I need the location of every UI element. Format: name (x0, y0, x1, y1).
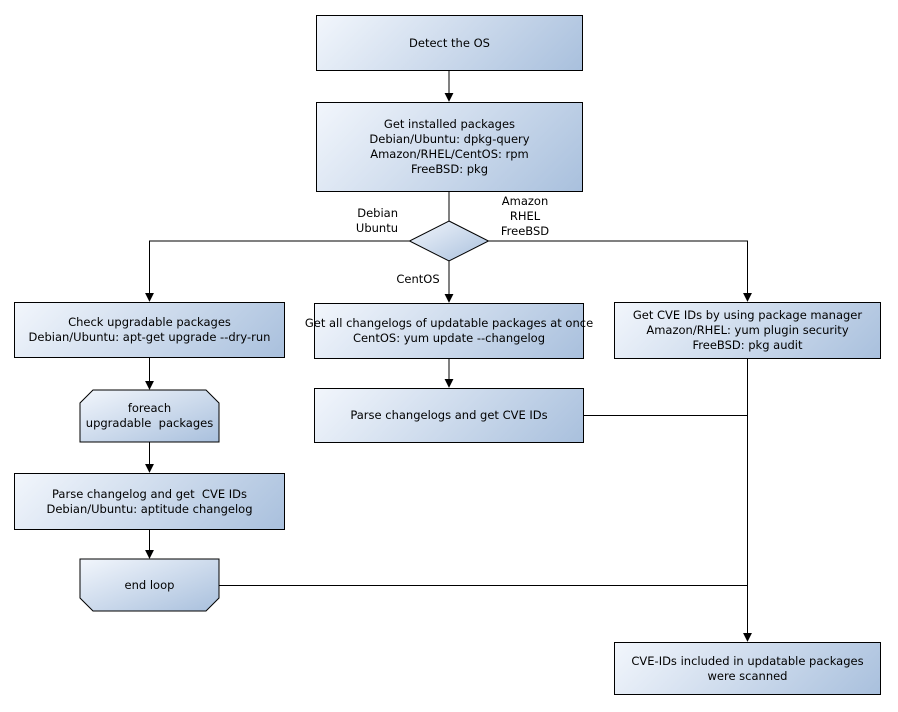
node-detect-os: Detect the OS (316, 15, 583, 71)
node-get-cve-package-manager-label: Get CVE IDs by using package manager Ama… (632, 308, 863, 352)
node-check-upgradable-packages: Check upgradable packages Debian/Ubuntu:… (14, 302, 285, 358)
edge-label-debian-ubuntu: Debian Ubuntu (355, 206, 398, 235)
node-foreach-loop-start-label: foreach upgradable packages (85, 401, 214, 430)
node-check-upgradable-packages-label: Check upgradable packages Debian/Ubuntu:… (28, 315, 271, 344)
node-parse-changelogs-label: Parse changelogs and get CVE IDs (350, 408, 548, 422)
edge-decision-debian-ubuntu (145, 240, 410, 302)
node-result-scanned-label: CVE-IDs included in updatable packages w… (631, 653, 864, 683)
node-get-cve-package-manager: Get CVE IDs by using package manager Ama… (614, 302, 881, 359)
node-end-loop-label: end loop (124, 577, 175, 592)
edge-label-centos: CentOS (396, 272, 440, 286)
decision-diamond-os (408, 220, 490, 262)
node-get-installed-packages: Get installed packages Debian/Ubuntu: dp… (316, 102, 583, 192)
loop-start-shape (79, 389, 220, 443)
node-get-all-changelogs-label: Get all changelogs of updatable packages… (304, 316, 594, 345)
node-parse-changelog-debian-label: Parse changelog and get CVE IDs Debian/U… (46, 486, 253, 516)
node-detect-os-label: Detect the OS (409, 35, 490, 50)
edge-label-amazon-rhel-freebsd: Amazon RHEL FreeBSD (500, 194, 550, 238)
node-end-loop: end loop (80, 559, 219, 611)
node-get-all-changelogs: Get all changelogs of updatable packages… (305, 303, 593, 359)
node-result-scanned: CVE-IDs included in updatable packages w… (614, 642, 881, 695)
loop-end-shape (79, 558, 220, 612)
node-get-installed-packages-label: Get installed packages Debian/Ubuntu: dp… (369, 117, 530, 176)
node-foreach-loop-start: foreach upgradable packages (80, 390, 219, 442)
node-parse-changelogs: Parse changelogs and get CVE IDs (314, 388, 584, 443)
edge-decision-amazon-rhel-freebsd (488, 240, 752, 302)
node-parse-changelog-debian: Parse changelog and get CVE IDs Debian/U… (14, 473, 285, 530)
